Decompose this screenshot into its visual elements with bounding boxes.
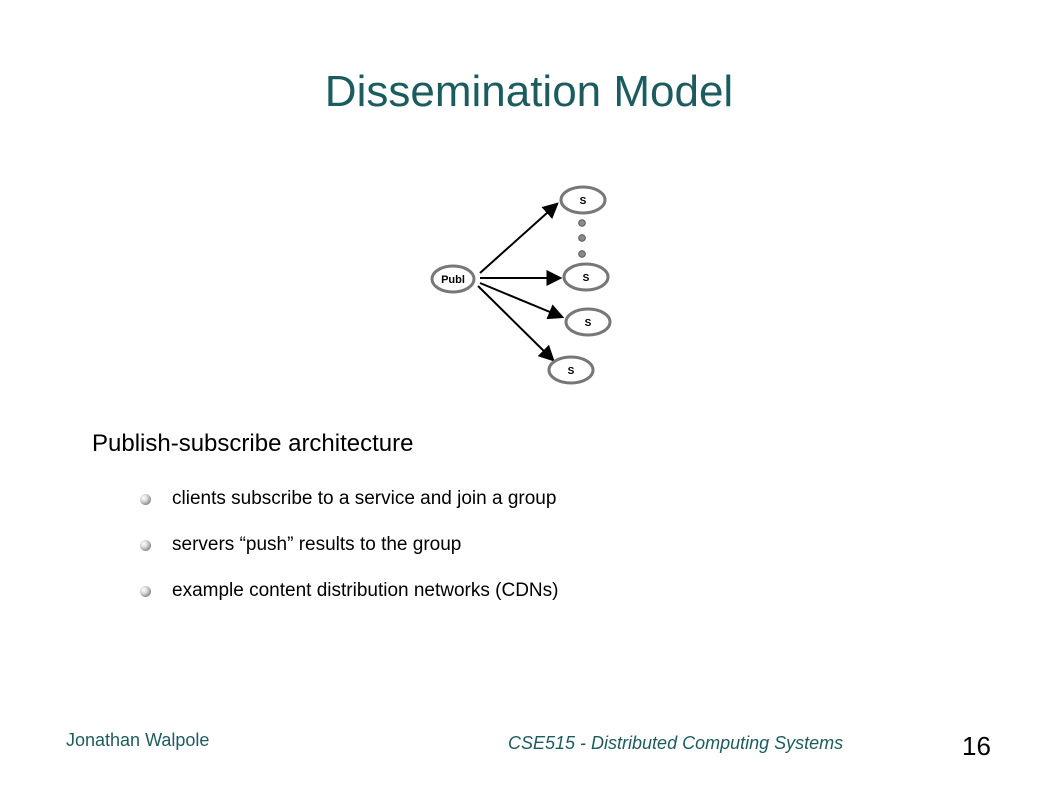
ellipsis-dot-3 [578,250,586,258]
bullet-text: servers “push” results to the group [172,534,462,555]
subscriber-node-3 [564,307,612,337]
publisher-node [430,264,476,294]
bullet-sphere-icon [140,494,151,505]
footer-author: Jonathan Walpole [66,730,210,750]
subscriber-label-1: S [580,196,587,207]
footer-course: CSE515 - Distributed Computing Systems [508,733,844,753]
subscriber-node-2 [562,262,610,292]
subscriber-label-2: S [583,273,590,284]
subscriber-node-4 [547,355,595,385]
bullet-item: servers “push” results to the group [140,528,559,574]
section-heading: Publish-subscribe architecture [92,430,414,457]
publisher-label: Publ [441,274,465,286]
subscriber-node-1 [559,185,607,215]
slide-title: Dissemination Model [324,67,734,116]
arrow-to-subscriber-4 [477,285,555,362]
page-number: 16 [962,731,991,761]
arrow-to-subscriber-3 [479,282,565,320]
bullet-text: clients subscribe to a service and join … [172,488,557,509]
bullet-text: example content distribution networks (C… [172,580,559,601]
bullet-item: clients subscribe to a service and join … [140,482,559,528]
bullet-sphere-icon [140,586,151,597]
arrow-to-subscriber-1 [479,202,559,274]
bullet-list: clients subscribe to a service and join … [140,482,559,620]
subscriber-label-4: S [568,366,575,377]
ellipsis-dot-2 [578,234,586,242]
subscriber-label-3: S [585,318,592,329]
bullet-sphere-icon [140,540,151,551]
publish-subscribe-diagram: Publ S S S S [430,185,612,385]
bullet-item: example content distribution networks (C… [140,574,559,620]
ellipsis-dot-1 [578,219,586,227]
